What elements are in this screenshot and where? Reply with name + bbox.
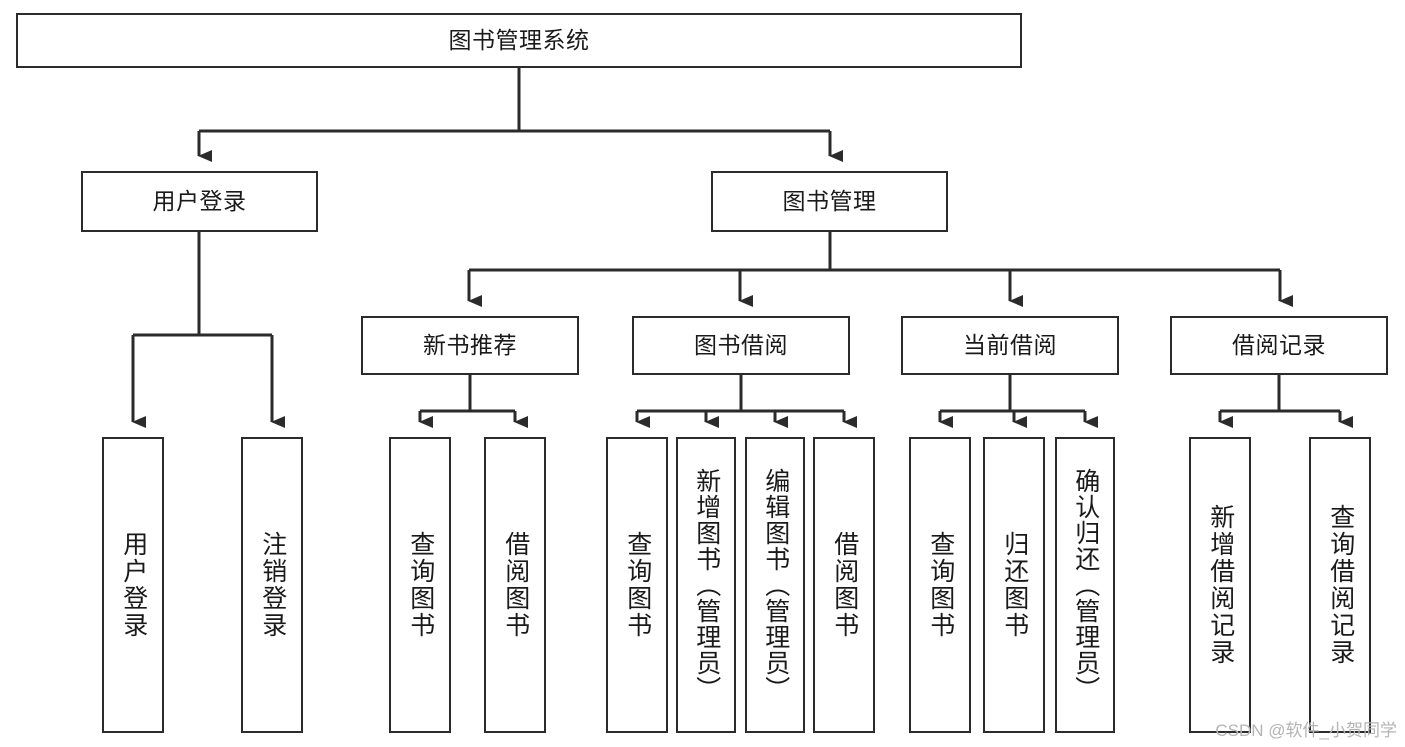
node-leaf-borrow-book-1-label: 借阅图书 (501, 531, 530, 639)
node-leaf-borrow-book-2-label: 借阅图书 (830, 531, 859, 639)
node-book-borrow-label: 图书借阅 (694, 332, 788, 359)
node-current-borrow-label: 当前借阅 (963, 332, 1057, 359)
node-leaf-logout-label: 注销登录 (258, 531, 287, 639)
node-leaf-user-login[interactable]: 用户登录 (102, 437, 164, 733)
node-current-borrow[interactable]: 当前借阅 (901, 316, 1119, 375)
node-borrow-record[interactable]: 借阅记录 (1170, 316, 1388, 375)
node-leaf-add-book-label: 新增图书（管理员） (692, 468, 721, 702)
node-leaf-return-book-label: 归还图书 (1000, 531, 1029, 639)
node-leaf-logout[interactable]: 注销登录 (241, 437, 303, 733)
node-leaf-confirm-return-label: 确认归还（管理员） (1071, 468, 1100, 702)
node-leaf-edit-book-label: 编辑图书（管理员） (761, 468, 790, 702)
node-leaf-query-book-3-label: 查询图书 (926, 531, 955, 639)
node-borrow-record-label: 借阅记录 (1232, 332, 1326, 359)
node-new-book-recommend-label: 新书推荐 (423, 332, 517, 359)
node-leaf-borrow-book-2[interactable]: 借阅图书 (813, 437, 875, 733)
node-leaf-query-record[interactable]: 查询借阅记录 (1309, 437, 1371, 733)
node-leaf-edit-book[interactable]: 编辑图书（管理员） (745, 437, 805, 733)
node-leaf-confirm-return[interactable]: 确认归还（管理员） (1055, 437, 1115, 733)
node-leaf-query-book-1[interactable]: 查询图书 (389, 437, 451, 733)
watermark: CSDN @软件_小贺同学 (1215, 721, 1397, 740)
node-leaf-borrow-book-1[interactable]: 借阅图书 (484, 437, 546, 733)
node-root-label: 图书管理系统 (448, 27, 590, 54)
node-leaf-add-record-label: 新增借阅记录 (1206, 504, 1235, 666)
node-leaf-query-record-label: 查询借阅记录 (1326, 504, 1355, 666)
node-leaf-query-book-2-label: 查询图书 (623, 531, 652, 639)
node-user-login-label: 用户登录 (152, 188, 247, 215)
node-leaf-add-record[interactable]: 新增借阅记录 (1189, 437, 1251, 733)
node-leaf-query-book-3[interactable]: 查询图书 (909, 437, 971, 733)
node-root[interactable]: 图书管理系统 (16, 13, 1022, 68)
node-book-borrow[interactable]: 图书借阅 (632, 316, 850, 375)
node-book-manage-label: 图书管理 (782, 188, 877, 215)
node-leaf-add-book[interactable]: 新增图书（管理员） (676, 437, 736, 733)
node-leaf-query-book-2[interactable]: 查询图书 (606, 437, 668, 733)
node-new-book-recommend[interactable]: 新书推荐 (361, 316, 579, 375)
node-leaf-user-login-label: 用户登录 (119, 531, 148, 639)
node-leaf-return-book[interactable]: 归还图书 (983, 437, 1045, 733)
node-leaf-query-book-1-label: 查询图书 (406, 531, 435, 639)
node-user-login[interactable]: 用户登录 (81, 171, 318, 232)
node-book-manage[interactable]: 图书管理 (711, 171, 948, 232)
